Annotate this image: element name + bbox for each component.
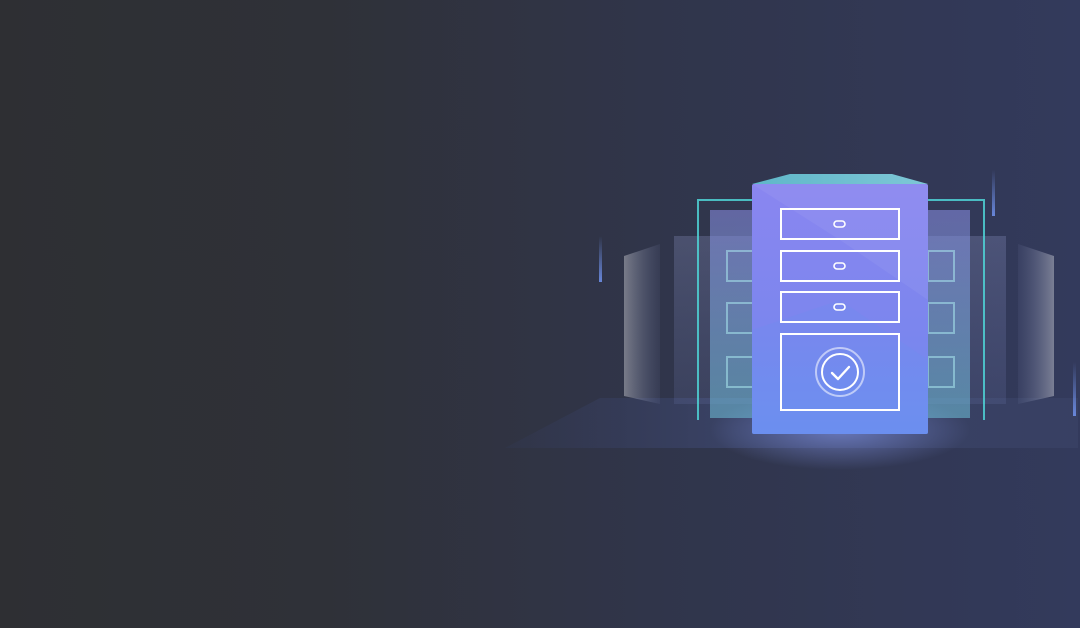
light-beam-top-right <box>992 170 995 216</box>
check-circle-icon <box>815 347 865 397</box>
server-facet <box>752 184 928 300</box>
drive-bay-3 <box>780 291 900 323</box>
side-panel-right <box>1018 244 1054 404</box>
drive-bay-2 <box>780 250 900 282</box>
side-panel-left <box>624 244 660 404</box>
server-top <box>752 174 928 184</box>
status-panel <box>780 333 900 411</box>
light-beam-left <box>599 236 602 282</box>
light-beam-right <box>1073 362 1076 416</box>
drive-bay-1 <box>780 208 900 240</box>
server-front <box>752 184 928 434</box>
